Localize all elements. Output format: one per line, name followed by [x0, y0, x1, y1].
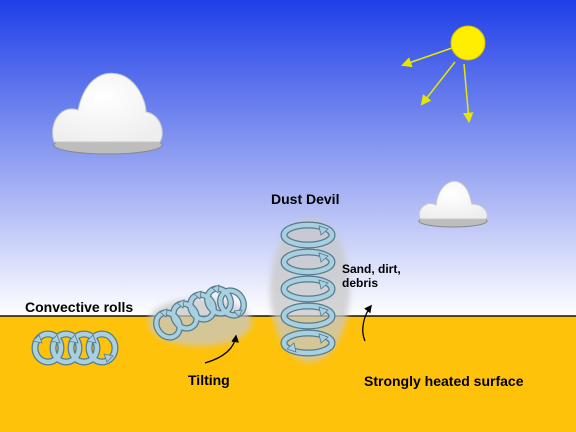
vortex-arrow-icon: [286, 225, 329, 353]
sand-dirt-debris-label: Sand, dirt, debris: [342, 262, 401, 290]
sand-line-1: Sand, dirt,: [342, 262, 401, 276]
sun-icon: [401, 25, 486, 124]
vortex-arrow-icon: [32, 334, 114, 363]
convective-rolls: [31, 330, 119, 366]
cloud-icon: [52, 72, 163, 155]
heated-surface-label: Strongly heated surface: [364, 373, 524, 389]
vortex-arrow-icon: [159, 284, 243, 318]
tilting-rolls: [153, 284, 247, 341]
sand-line-2: debris: [342, 276, 379, 290]
curved-arrow-icon: [204, 334, 239, 364]
dust-devil-label: Dust Devil: [271, 191, 340, 207]
cloud-icon: [418, 180, 488, 228]
curved-arrow-icon: [362, 304, 372, 342]
dust-devil-vortex: [280, 221, 336, 357]
tilting-label: Tilting: [188, 372, 230, 388]
convective-rolls-label: Convective rolls: [25, 299, 134, 315]
